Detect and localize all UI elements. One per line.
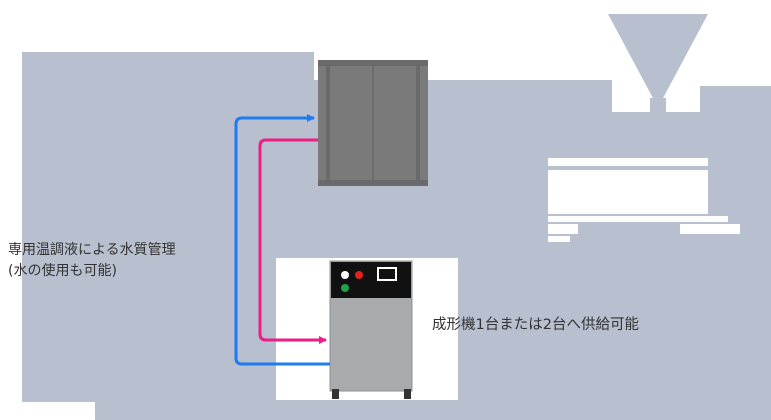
fluid-management-label: 専用温調液による水質管理 (水の使用も可能): [8, 240, 176, 282]
machine-silhouette: [22, 14, 771, 420]
display-icon: [377, 267, 397, 281]
supply-line: [234, 114, 330, 366]
indicator-red-icon: [355, 271, 363, 279]
fluid-management-line-1: 専用温調液による水質管理: [8, 242, 176, 258]
mold-icon: [318, 60, 428, 186]
indicator-green-icon: [341, 284, 349, 292]
return-line: [258, 138, 327, 344]
hopper-icon: [608, 14, 708, 100]
indicator-white-icon: [341, 271, 349, 279]
temperature-controller-icon: [329, 260, 413, 399]
supply-capacity-label: 成形機1台または2台へ供給可能: [432, 317, 639, 333]
fluid-management-line-2: (水の使用も可能): [8, 263, 117, 279]
